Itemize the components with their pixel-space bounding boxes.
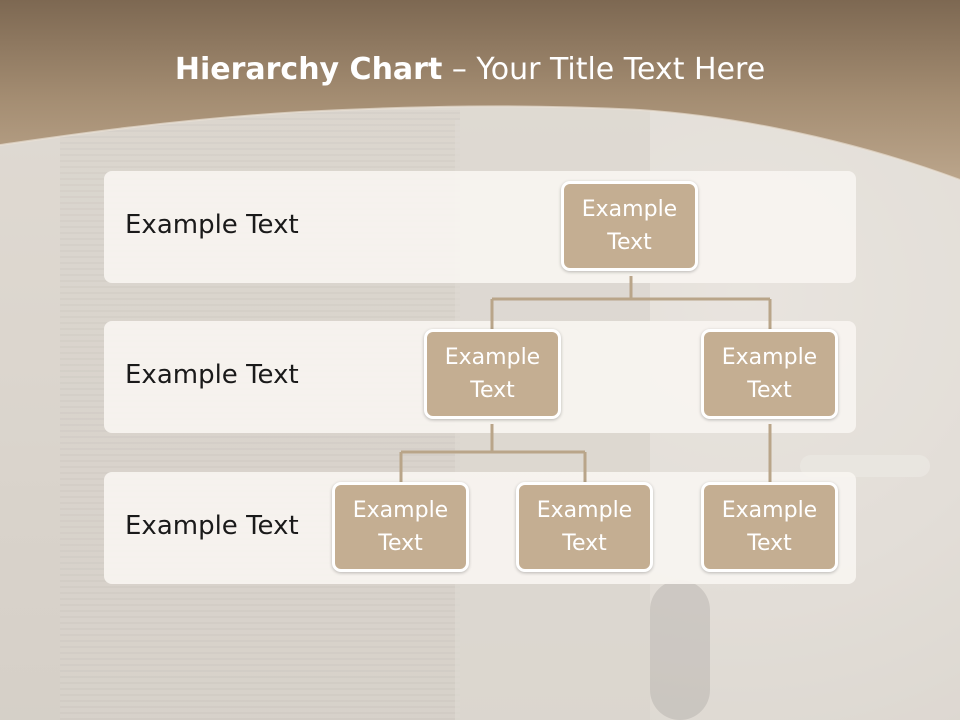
node-level3-middle[interactable]: Example Text	[516, 482, 653, 572]
title-bold: Hierarchy Chart	[174, 52, 443, 87]
level-label-2: Example Text	[125, 360, 299, 390]
node-level2-left[interactable]: Example Text	[424, 329, 561, 419]
node-level3-right[interactable]: Example Text	[701, 482, 838, 572]
level-band-1	[104, 171, 856, 283]
header-arch	[0, 0, 960, 181]
page-title: Hierarchy Chart – Your Title Text Here	[0, 52, 940, 87]
node-level2-right[interactable]: Example Text	[701, 329, 838, 419]
hose	[650, 580, 710, 720]
title-rest: – Your Title Text Here	[442, 52, 766, 87]
node-level3-left[interactable]: Example Text	[332, 482, 469, 572]
level-label-3: Example Text	[125, 511, 299, 541]
pipe	[800, 455, 930, 477]
level-label-1: Example Text	[125, 210, 299, 240]
node-root[interactable]: Example Text	[561, 181, 698, 271]
